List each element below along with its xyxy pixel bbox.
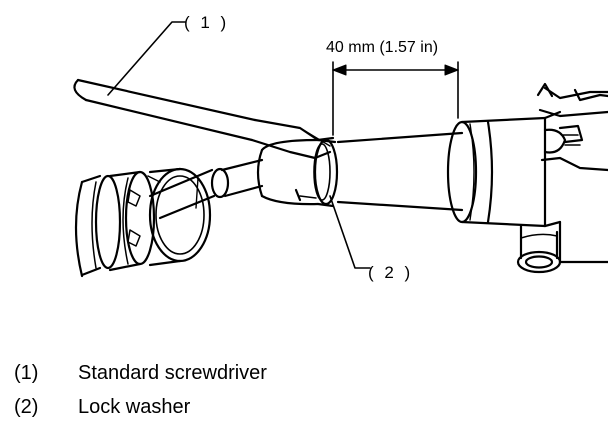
leader-line-1 (107, 21, 186, 96)
dimension-label: 40 mm (1.57 in) (326, 39, 438, 56)
housing (536, 82, 608, 264)
screwdriver (73, 78, 337, 160)
dimension-line (332, 61, 459, 136)
lock-washer-shape (299, 136, 339, 208)
legend-number: (2) (14, 396, 39, 418)
legend-item-screwdriver: (1) Standard screwdriver (14, 362, 267, 396)
legend: (1) Standard screwdriver (2) Lock washer (14, 362, 267, 430)
shaft-collar (446, 110, 562, 228)
legend-text: Lock washer (78, 396, 191, 418)
shaft-assembly-illustration: 40 mm (1.57 in) ( 1 ) ( 2 ) (73, 13, 608, 282)
boot-bellows (74, 167, 212, 278)
joint-cup (256, 138, 320, 206)
leader-line-2 (329, 195, 371, 269)
legend-number: (1) (14, 362, 39, 384)
callout-1-label: ( 1 ) (184, 13, 229, 32)
callout-2-label: ( 2 ) (368, 263, 413, 282)
drain-stub (516, 224, 562, 274)
inner-shaft (148, 158, 264, 220)
main-shaft (336, 131, 464, 212)
legend-text: Standard screwdriver (78, 362, 267, 384)
legend-item-lock-washer: (2) Lock washer (14, 396, 267, 430)
